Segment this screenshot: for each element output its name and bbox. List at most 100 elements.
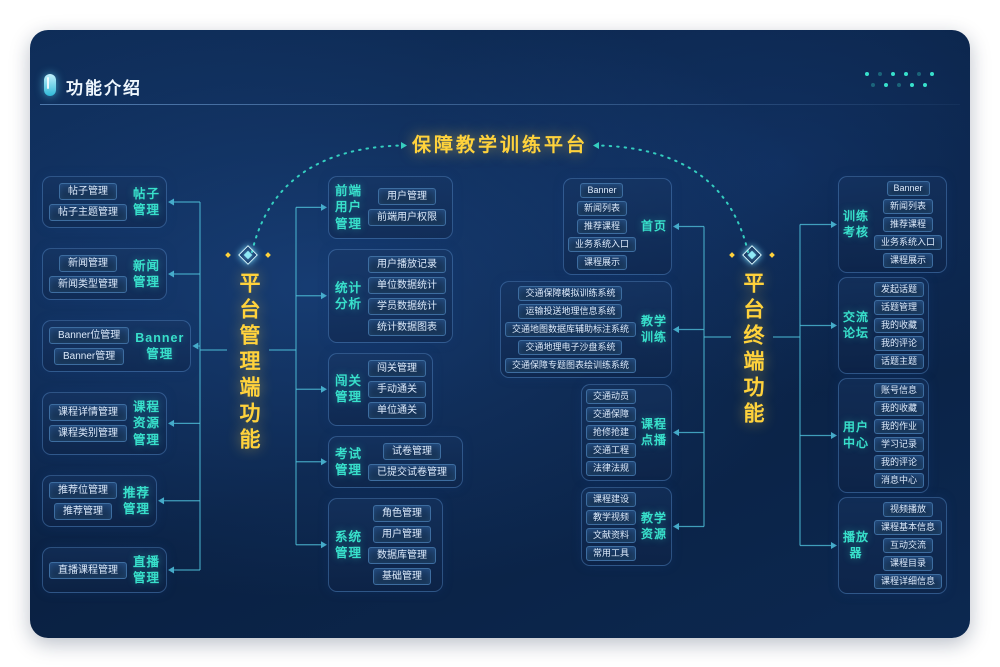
feature-box: 业务系统入口 [874, 235, 943, 250]
feature-group: 考试 管理 试卷管理已提交试卷管理 [328, 435, 464, 488]
feature-box: 基础管理 [373, 567, 432, 585]
feature-box: 课程展示 [883, 253, 934, 268]
group-label: 帖子 管理 [133, 186, 161, 217]
right-root-label: 平台终端功能 [741, 272, 764, 428]
group-label: Banner 管理 [135, 330, 185, 361]
feature-box: 话题管理 [874, 300, 925, 315]
feature-box: 业务系统入口 [567, 237, 636, 252]
feature-box: 交通地图数据库辅助标注系统 [504, 322, 636, 337]
feature-box: 直播课程管理 [49, 561, 127, 579]
feature-group: 交流 论坛发起话题话题管理我的收藏我的评论话题主题 [838, 277, 930, 374]
feature-box: 推荐管理 [54, 502, 112, 520]
feature-box: 交通工程 [585, 443, 636, 458]
feature-box: 推荐课程 [883, 217, 934, 232]
feature-box: 发起话题 [874, 282, 925, 297]
feature-box: 交通保障专题图表绘训练系统 [504, 358, 636, 373]
group-label: 课程 资源 管理 [133, 400, 161, 447]
feature-box: 课程类别管理 [49, 425, 127, 443]
feature-group: 交通动员交通保障抢修抢建交通工程法律法规课程 点播 [580, 384, 672, 481]
left-root-label: 平台管理端功能 [237, 272, 260, 454]
feature-box: Banner [886, 181, 930, 196]
feature-box: 学习记录 [874, 437, 925, 452]
feature-box: 推荐课程 [576, 219, 627, 234]
feature-box: 学员数据统计 [368, 297, 447, 315]
main-panel: 功能介绍 保障教学训练平台 平台管理端功能 平台终端功能 帖子管理帖子主题管理帖… [30, 30, 970, 638]
group-label: 前端 用户 管理 [335, 184, 363, 231]
feature-box: 角色管理 [373, 504, 432, 522]
feature-group: 课程建设教学视频文献资料常用工具教学 资源 [580, 487, 672, 566]
page-title: 功能介绍 [66, 79, 142, 98]
feature-group: 交通保障模拟训练系统运输投送地理信息系统交通地图数据库辅助标注系统交通地理电子沙… [499, 281, 672, 378]
feature-box: 账号信息 [874, 383, 925, 398]
group-label: 闯关 管理 [335, 374, 363, 405]
group-label: 交流 论坛 [843, 309, 870, 340]
group-label: 训练 考核 [843, 208, 870, 239]
feature-box: 文献资料 [585, 528, 636, 543]
diagram-title-text: 保障教学训练平台 [411, 135, 588, 156]
feature-box: 交通保障模拟训练系统 [518, 286, 623, 301]
feature-group: 系统 管理角色管理用户管理数据库管理基础管理 [328, 497, 444, 592]
feature-group: 推荐位管理推荐管理推荐 管理 [42, 474, 158, 527]
feature-box: 话题主题 [874, 354, 925, 369]
feature-box: 用户管理 [378, 188, 437, 206]
feature-box: 我的作业 [874, 419, 925, 434]
group-label: 系统 管理 [335, 529, 363, 560]
feature-box: 我的收藏 [874, 318, 925, 333]
diamond-icon [225, 245, 271, 265]
feature-box: 新闻管理 [59, 255, 117, 272]
feature-box: 课程展示 [576, 255, 627, 270]
feature-box: 已提交试卷管理 [368, 463, 457, 481]
group-label: 教学 资源 [640, 510, 667, 541]
group-label: 播放 器 [843, 529, 870, 560]
feature-box: 推荐位管理 [49, 481, 117, 499]
feature-box: 帖子管理 [59, 183, 117, 200]
feature-box: 单位通关 [368, 401, 427, 419]
feature-box: 新闻列表 [576, 201, 627, 216]
feature-box: 法律法规 [585, 461, 636, 476]
feature-group: 新闻管理新闻类型管理新闻 管理 [42, 248, 168, 300]
left-root-node: 平台管理端功能 [225, 245, 271, 454]
feature-group: 前端 用户 管理用户管理前端用户权限 [328, 176, 454, 239]
feature-box: 数据库管理 [368, 546, 437, 564]
feature-box: 交通动员 [585, 389, 636, 404]
feature-box: 视频播放 [883, 502, 934, 517]
feature-box: 我的评论 [874, 455, 925, 470]
feature-box: 课程详细信息 [874, 574, 943, 589]
feature-box: 手动通关 [368, 380, 427, 398]
decor-dots [865, 72, 934, 87]
group-label: 考试 管理 [335, 446, 363, 477]
feature-box: 运输投送地理信息系统 [518, 304, 623, 319]
feature-box: 新闻列表 [883, 199, 934, 214]
group-label: 新闻 管理 [133, 258, 161, 289]
feature-box: 交通保障 [585, 407, 636, 422]
feature-box: 用户管理 [373, 525, 432, 543]
feature-group: 课程详情管理课程类别管理课程 资源 管理 [42, 392, 168, 455]
left-inner-column: 前端 用户 管理用户管理前端用户权限统计 分析用户播放记录单位数据统计学员数据统… [328, 176, 464, 592]
right-outer-column: 训练 考核 Banner 新闻列表推荐课程业务系统入口课程展示交流 论坛发起话题话题… [838, 176, 948, 594]
feature-group: 直播课程管理直播 管理 [42, 546, 168, 594]
feature-box: 课程基本信息 [874, 520, 943, 535]
feature-box: 课程详情管理 [49, 404, 127, 422]
group-label: 推荐 管理 [123, 485, 151, 516]
feature-box: 用户播放记录 [368, 255, 447, 273]
feature-box: 课程建设 [585, 492, 636, 507]
diamond-icon [729, 245, 775, 265]
feature-group: 播放 器视频播放课程基本信息互动交流课程目录课程详细信息 [838, 497, 948, 594]
group-label: 教学 训练 [640, 313, 667, 344]
group-label: 直播 管理 [133, 554, 161, 585]
feature-group: 训练 考核 Banner 新闻列表推荐课程业务系统入口课程展示 [838, 176, 948, 273]
feature-box: 我的收藏 [874, 401, 925, 416]
feature-box: Banner管理 [54, 348, 125, 365]
feature-box: 试卷管理 [383, 442, 442, 460]
feature-box: 统计数据图表 [368, 318, 447, 336]
feature-box: 闯关管理 [368, 359, 427, 377]
feature-box: 帖子主题管理 [49, 204, 127, 221]
header-divider [40, 104, 960, 105]
right-root-node: 平台终端功能 [729, 245, 775, 428]
feature-box: 消息中心 [874, 473, 925, 488]
feature-group: 用户 中心账号信息我的收藏我的作业学习记录我的评论消息中心 [838, 378, 930, 493]
